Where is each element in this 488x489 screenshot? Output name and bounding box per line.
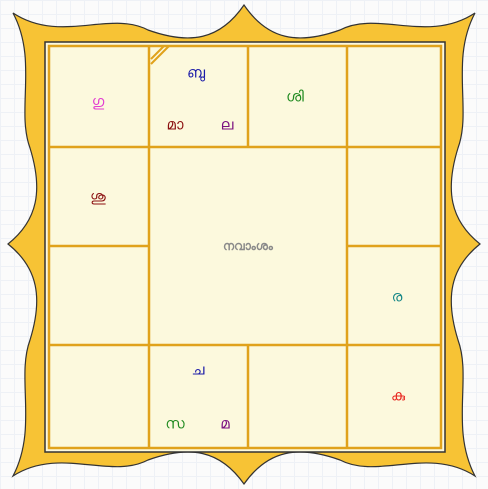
planet-label-h2b: മാ bbox=[166, 115, 184, 134]
planet-label-h12: കു bbox=[390, 386, 406, 405]
planet-label-h2c: ല bbox=[220, 115, 234, 134]
planet-label-h10a: ച bbox=[191, 360, 205, 379]
planet-label-h10c: മ bbox=[220, 414, 230, 433]
lagna-marker bbox=[150, 45, 170, 65]
planet-label-h2a: ബു bbox=[186, 63, 206, 82]
planet-label-h3: ശി bbox=[286, 87, 304, 106]
planet-label-h10b: സ bbox=[165, 414, 185, 433]
planet-label-h1: ഗു bbox=[91, 92, 105, 111]
planet-label-h8: ര bbox=[391, 287, 403, 306]
grid-lines bbox=[49, 46, 441, 448]
planet-label-h5: ശു bbox=[90, 187, 106, 206]
chart-title: നവാംശം bbox=[223, 238, 273, 253]
